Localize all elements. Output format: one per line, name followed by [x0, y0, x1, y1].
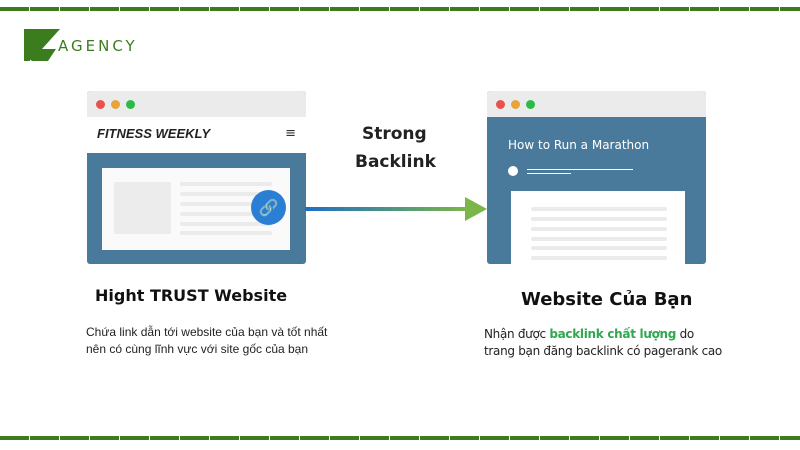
article-body — [511, 191, 685, 264]
agency-logo: AGENCY — [22, 27, 137, 67]
right-description: Nhận được backlink chất lượng do trang b… — [484, 327, 722, 358]
minimize-dot-icon — [511, 100, 520, 109]
author-avatar — [508, 166, 518, 176]
svg-text:AGENCY: AGENCY — [58, 37, 137, 55]
bottom-stripe — [0, 436, 800, 440]
site-name: FITNESS WEEKLY — [97, 126, 211, 141]
minimize-dot-icon — [111, 100, 120, 109]
left-description: Chứa link dẫn tới website của bạn và tốt… — [86, 325, 328, 356]
left-title: Hight TRUST Website — [95, 286, 288, 305]
highlight-text: backlink chất lượng — [549, 327, 677, 341]
browser-titlebar — [487, 91, 706, 117]
right-title: Website Của Bạn — [521, 289, 693, 310]
backlink-arrow-icon — [305, 197, 487, 221]
browser-titlebar — [87, 91, 306, 117]
arrow-label-line1: Strong — [362, 124, 427, 144]
image-placeholder — [114, 182, 171, 234]
link-icon: 🔗 — [251, 190, 286, 225]
trusted-site-window: FITNESS WEEKLY ≡ 🔗 — [87, 91, 306, 264]
close-dot-icon — [496, 100, 505, 109]
site-header: FITNESS WEEKLY ≡ — [87, 117, 306, 153]
hamburger-menu-icon[interactable]: ≡ — [285, 126, 296, 141]
arrow-label-line2: Backlink — [355, 152, 436, 172]
maximize-dot-icon — [126, 100, 135, 109]
article-title: How to Run a Marathon — [508, 138, 650, 152]
top-stripe — [0, 7, 800, 11]
maximize-dot-icon — [526, 100, 535, 109]
close-dot-icon — [96, 100, 105, 109]
your-site-window: How to Run a Marathon — [487, 91, 706, 264]
